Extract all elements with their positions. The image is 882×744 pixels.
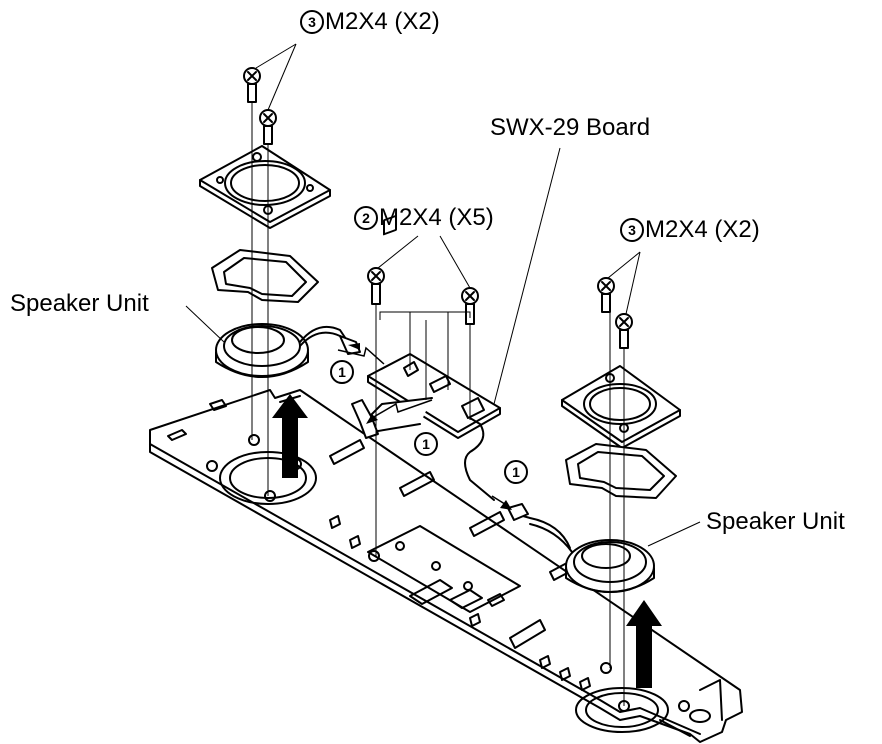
step-number: 3 — [620, 218, 644, 242]
screw-spec: M2X4 (X2) — [325, 8, 440, 35]
step-number: 3 — [300, 10, 324, 34]
screw-spec: M2X4 (X5) — [379, 204, 494, 231]
right-speaker-gasket — [565, 443, 677, 499]
step-number: 2 — [354, 206, 378, 230]
screw-spec: M2X4 (X2) — [645, 216, 760, 243]
board-label: SWX-29 Board — [490, 114, 651, 141]
step-callout-connector-right: 1 — [504, 460, 528, 484]
screws — [243, 67, 633, 349]
right-speaker-plate — [561, 365, 681, 449]
direction-arrows — [272, 343, 662, 688]
step-callout-connector-left: 1 — [330, 360, 354, 384]
speaker-unit-label-left: Speaker Unit — [10, 290, 149, 317]
guide-lines — [185, 43, 701, 706]
left-speaker-plate — [199, 145, 331, 229]
left-speaker-gasket — [211, 249, 319, 303]
step-callout-flat-cable: 1 — [414, 432, 438, 456]
speaker-unit-label-right: Speaker Unit — [706, 508, 845, 535]
